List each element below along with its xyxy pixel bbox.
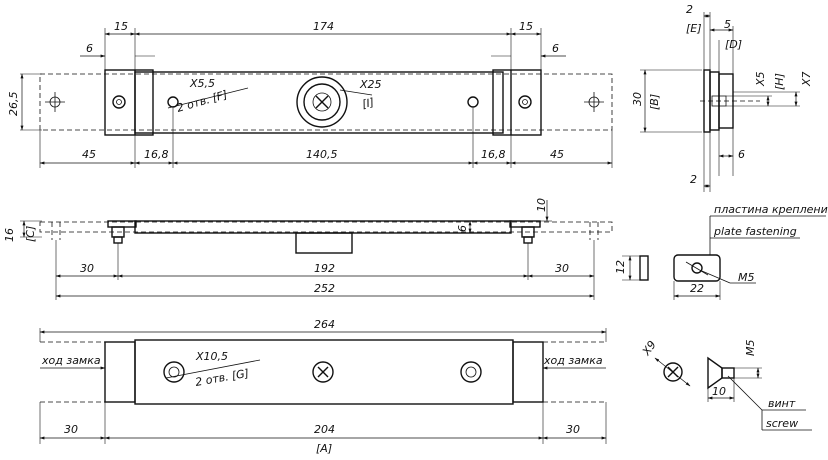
top-left-block (104, 69, 154, 136)
dim-screw-x9: X9 (639, 338, 659, 358)
bottom-hole-left (163, 361, 185, 383)
top-hub-outer (296, 76, 348, 128)
dim-front-6: 6 (456, 225, 469, 232)
screw-detail: X9 M5 10 винт screw (639, 338, 812, 431)
dim-45-right: 45 (550, 148, 564, 161)
front-dashed-pins (51, 222, 599, 240)
dim-front-16: 16 (3, 228, 16, 242)
label-hole-x25: X25 (359, 78, 382, 91)
dim-side-30: 30 (631, 92, 644, 106)
bottom-view: 264 ход замка ход замка X10,5 2 отв. [G]… (39, 318, 607, 455)
top-outline-dashed (39, 73, 613, 131)
dim-front-30-left: 30 (80, 262, 94, 275)
side-view: 2 [E] 5 [D] 30 [B] X5 [H] X7 6 2 (631, 3, 813, 192)
dim-6-right: 6 (552, 42, 559, 55)
top-hub-inner (303, 83, 341, 121)
dim-bottom-204: 204 (314, 423, 335, 436)
dim-front-252: 252 (314, 282, 335, 295)
label-hole-x105-note: 2 отв. [G] (194, 367, 250, 389)
dim-side-6: 6 (738, 148, 745, 161)
label-hole-x25-ref: [I] (361, 96, 375, 111)
plate-front (673, 254, 721, 282)
front-view: 16 [C] 10 6 30 192 30 252 (3, 198, 613, 300)
label-ref-d: [D] (725, 38, 742, 51)
dim-front-30-right: 30 (555, 262, 569, 275)
label-ref-e: [E] (686, 22, 702, 35)
dim-15-right: 15 (519, 20, 533, 33)
label-travel-right: ход замка (543, 354, 603, 367)
top-crosshair-right (584, 92, 604, 112)
bottom-center-screw (312, 361, 334, 383)
top-view: 15 174 15 6 6 26,5 X5,5 2 отв. [F] X25 [… (7, 20, 613, 168)
top-left-hole (112, 95, 126, 109)
label-ref-b: [B] (648, 94, 661, 110)
label-screw-ru: винт (768, 397, 796, 410)
dim-side-2-bottom: 2 (690, 173, 697, 186)
top-crosshair-left (45, 92, 65, 112)
label-ref-c: [C] (24, 226, 37, 242)
dim-bottom-264: 264 (314, 318, 335, 331)
label-ref-a: [A] (316, 442, 332, 455)
top-right-block (492, 69, 542, 136)
bottom-left-block (104, 341, 136, 403)
label-hole-x105: X10,5 (195, 350, 228, 363)
plate-fastening: 12 22 M5 пластина крепления plate fasten… (614, 203, 828, 300)
front-center-block (295, 232, 353, 254)
label-hole-x55: X5,5 (189, 77, 215, 90)
dim-plate-22: 22 (690, 282, 704, 295)
dim-bottom-30-left: 30 (64, 423, 78, 436)
label-plate-en: plate fastening (713, 225, 797, 238)
plate-side (639, 255, 649, 281)
label-hole-x55-note: 2 отв. [F] (175, 88, 229, 115)
dim-screw-10: 10 (712, 385, 726, 398)
dim-plate-12: 12 (614, 260, 627, 274)
label-ref-h: [H] (773, 73, 786, 90)
bottom-right-block (512, 341, 544, 403)
dim-side-2-top: 2 (686, 3, 693, 16)
label-screw-m5: M5 (744, 340, 757, 357)
front-main-bar (134, 220, 512, 234)
dim-side-x5: X5 (754, 71, 767, 87)
dim-side-5: 5 (724, 18, 731, 31)
plate-hole (691, 262, 703, 274)
top-right-hole (518, 95, 532, 109)
dim-16-8-right: 16,8 (481, 148, 506, 161)
dim-26-5: 26,5 (7, 92, 20, 117)
dim-6-left: 6 (86, 42, 93, 55)
dim-front-192: 192 (314, 262, 335, 275)
screw-head-side (707, 356, 723, 390)
top-hole-x55-right (467, 96, 479, 108)
bottom-center-screw-icon (317, 366, 329, 378)
dim-front-10: 10 (535, 198, 548, 212)
dim-45-left: 45 (82, 148, 96, 161)
top-hub-screw-icon (315, 95, 329, 109)
dim-174: 174 (313, 20, 334, 33)
dim-140-5: 140,5 (306, 148, 338, 161)
bottom-hole-right (460, 361, 482, 383)
label-plate-m5: M5 (738, 271, 755, 284)
bottom-main-bar (134, 339, 514, 405)
label-screw-en: screw (766, 417, 798, 430)
front-outline-dashed (39, 221, 613, 233)
screw-shank (721, 367, 735, 379)
label-travel-left: ход замка (41, 354, 101, 367)
dim-side-x7: X7 (800, 71, 813, 87)
dim-16-8-left: 16,8 (144, 148, 169, 161)
label-plate-ru: пластина крепления (714, 203, 828, 216)
dim-15-left: 15 (114, 20, 128, 33)
dim-bottom-30-right: 30 (566, 423, 580, 436)
